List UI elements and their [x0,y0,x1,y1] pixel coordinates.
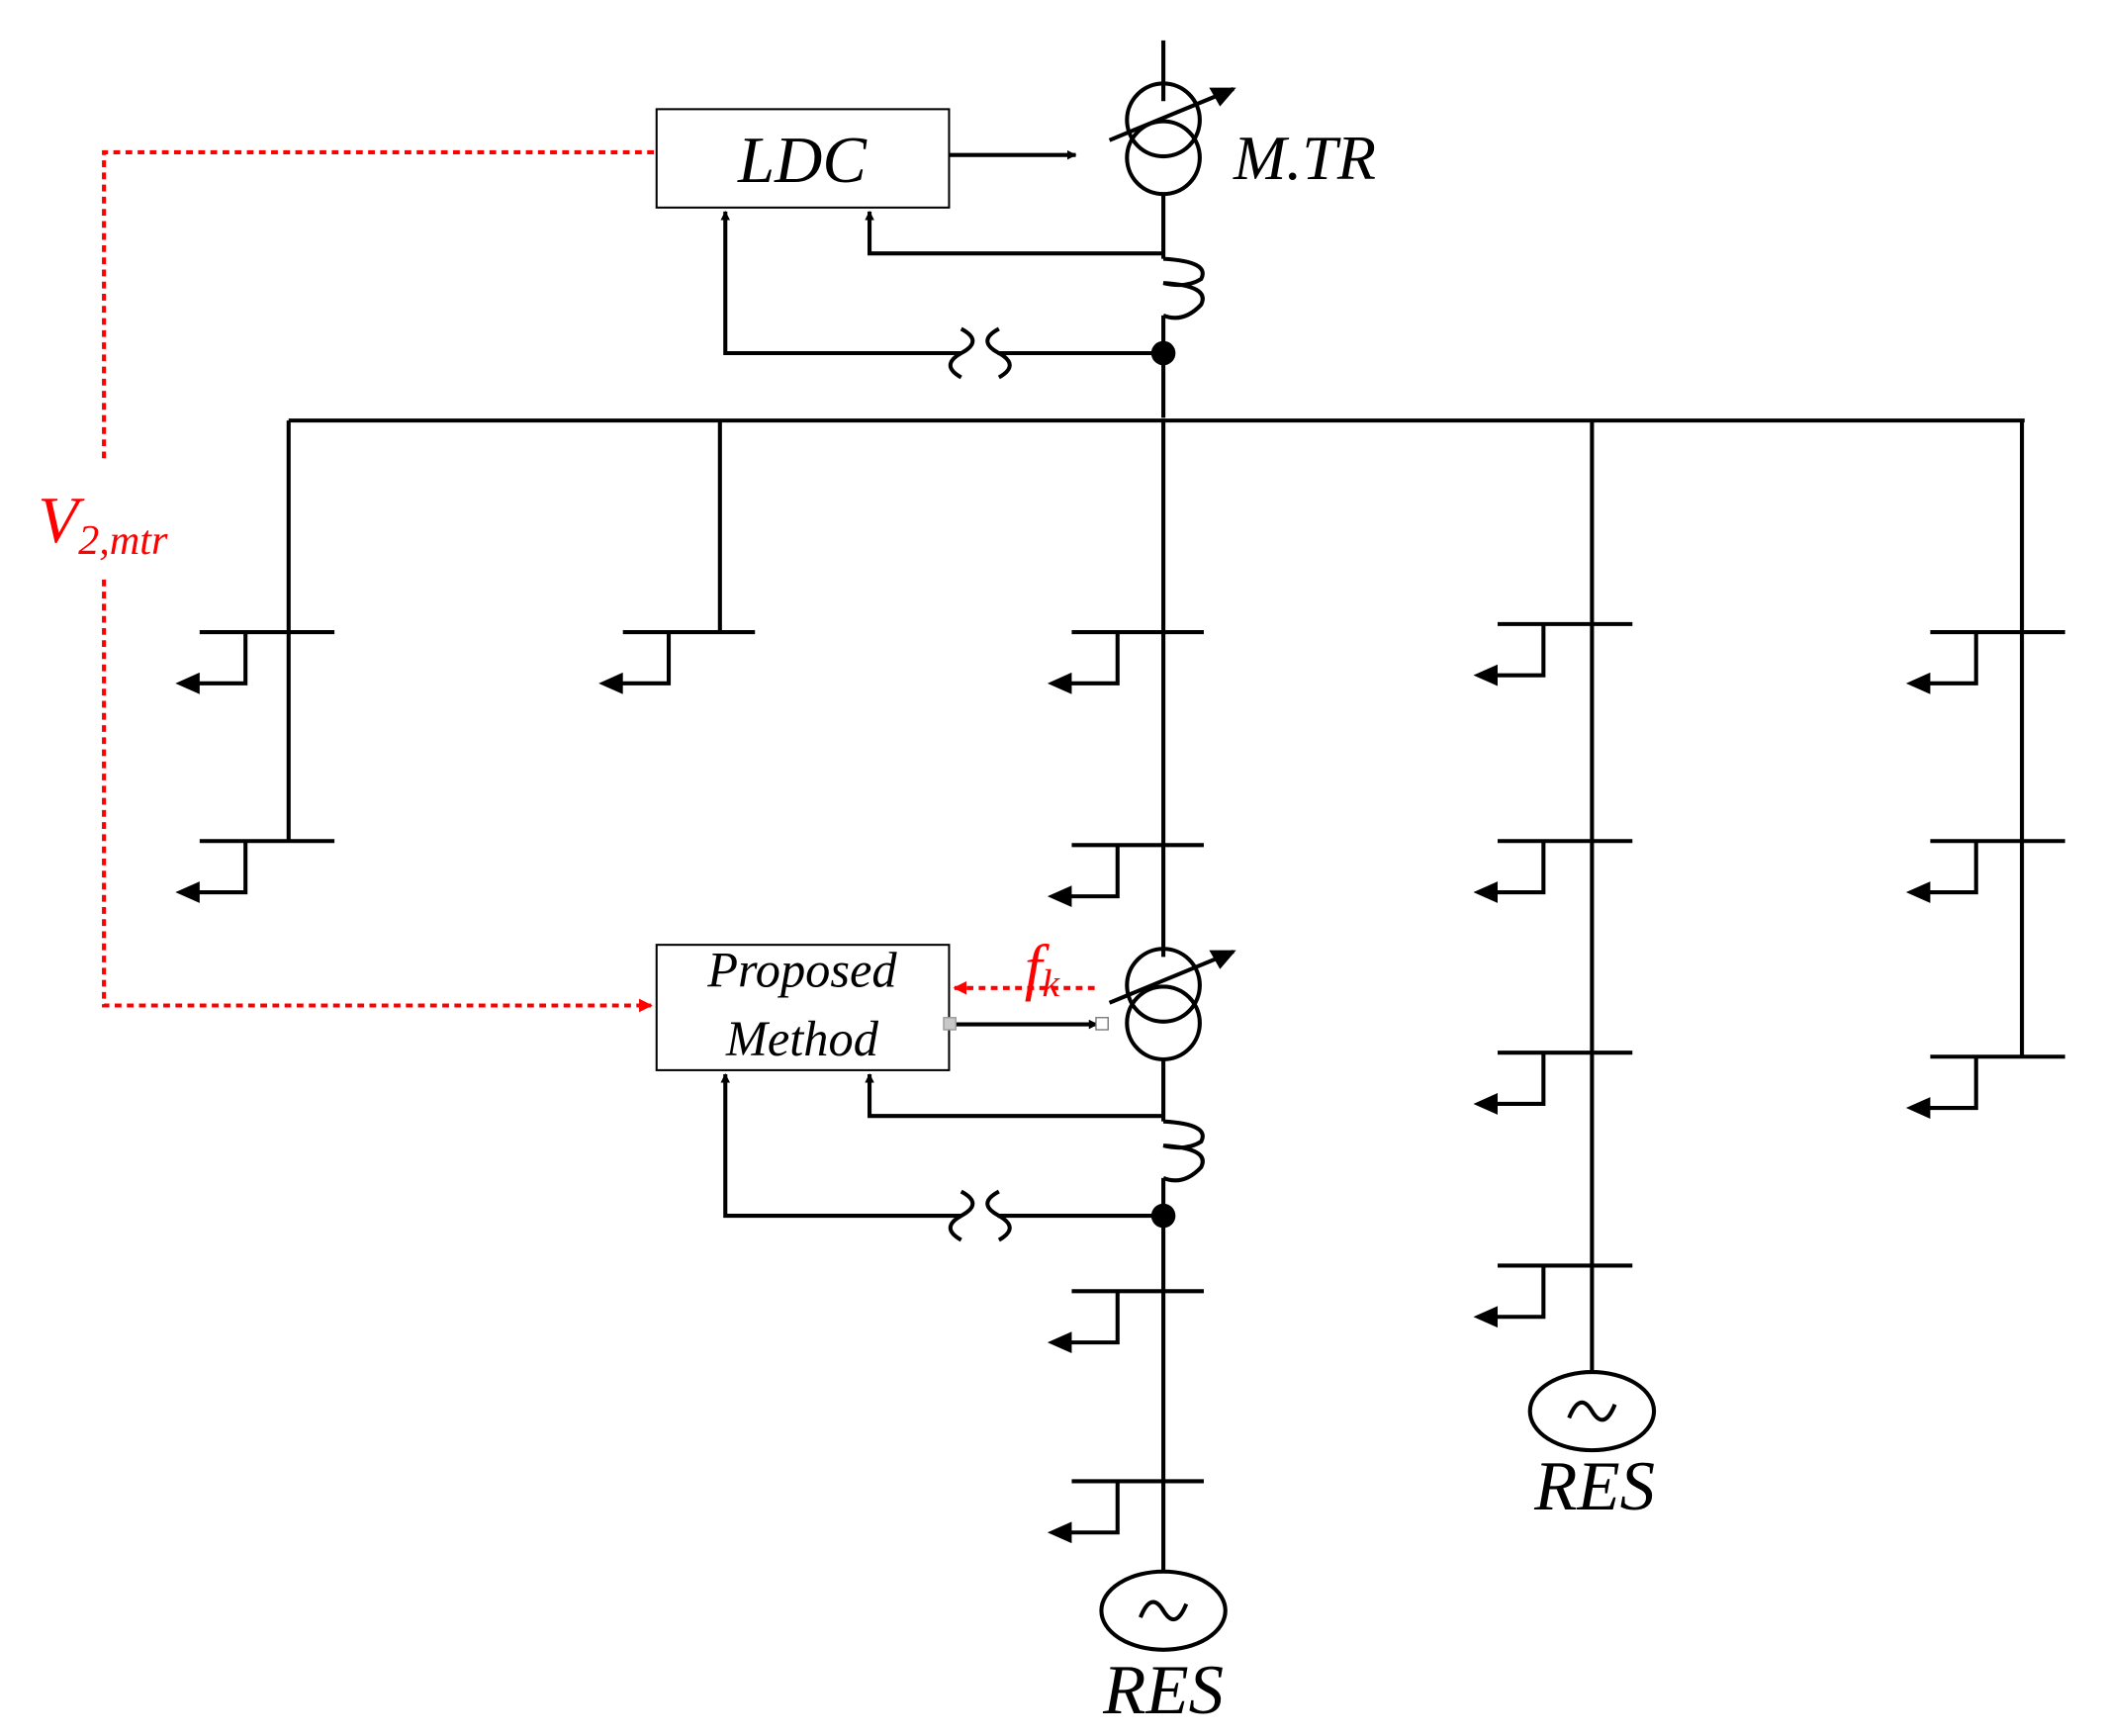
potential-transformer-lower-icon [948,1189,1012,1242]
generator-center-icon [1099,1569,1228,1652]
load-arrow-icon [1048,1481,1118,1543]
feeder-1 [175,420,335,903]
feeder-4 [1473,420,1633,1375]
load-arrow-icon [1906,632,1976,694]
load-arrow-icon [1906,1056,1976,1119]
feeder-5 [1906,420,2065,1119]
main-junction-node [1150,340,1176,366]
feeder-2 [598,420,756,694]
lower-junction-node [1150,1203,1176,1229]
ldc-current-input-line [865,210,1164,256]
load-arrow-icon [1048,1291,1118,1353]
v2mtr-signal-lower [102,579,653,1013]
ldc-voltage-input-line [720,210,961,356]
generator-right-icon [1527,1370,1657,1453]
res-right-label: RES [1533,1448,1655,1525]
proposed-method-label-line1: Proposed [706,942,897,997]
ldc-block[interactable] [655,108,951,209]
v2mtr-signal-label-main: V [38,485,85,557]
proposed-method-block[interactable] [655,944,951,1071]
load-arrow-icon [1906,841,1976,903]
load-arrow-icon [1473,1052,1543,1115]
load-arrow-icon [1473,624,1543,686]
feeder-3 [1048,420,1236,1575]
load-arrow-icon [1473,1265,1543,1327]
potential-transformer-upper-icon [948,326,1012,380]
ldc-label: LDC [737,125,868,197]
fk-signal-label-sub: k [1043,961,1061,1005]
proposed-method-label-line2: Method [725,1011,879,1066]
res-center-label: RES [1102,1652,1224,1729]
fk-signal-label: fk [1025,932,1061,1005]
v2mtr-signal-upper [102,149,655,459]
proposed-voltage-input-line [720,1073,961,1219]
v2mtr-signal-label: V2,mtr [38,485,168,564]
load-arrow-icon [1473,841,1543,903]
main-transformer-icon [1108,81,1236,197]
load-arrow-icon [1048,845,1118,907]
load-arrow-icon [598,632,669,694]
connector-handle-right [1095,1017,1109,1031]
current-transformer-lower-icon [1162,1119,1205,1183]
connector-handle-left [943,1017,957,1031]
step-voltage-regulator-icon [1108,947,1236,1062]
load-arrow-icon [175,841,245,903]
v2mtr-signal-label-sub: 2,mtr [78,517,168,564]
proposed-current-input-line [865,1073,1164,1119]
load-arrow-icon [1048,632,1118,694]
main-transformer-label: M.TR [1233,123,1376,193]
current-transformer-upper-icon [1162,256,1205,320]
load-arrow-icon [175,632,245,694]
